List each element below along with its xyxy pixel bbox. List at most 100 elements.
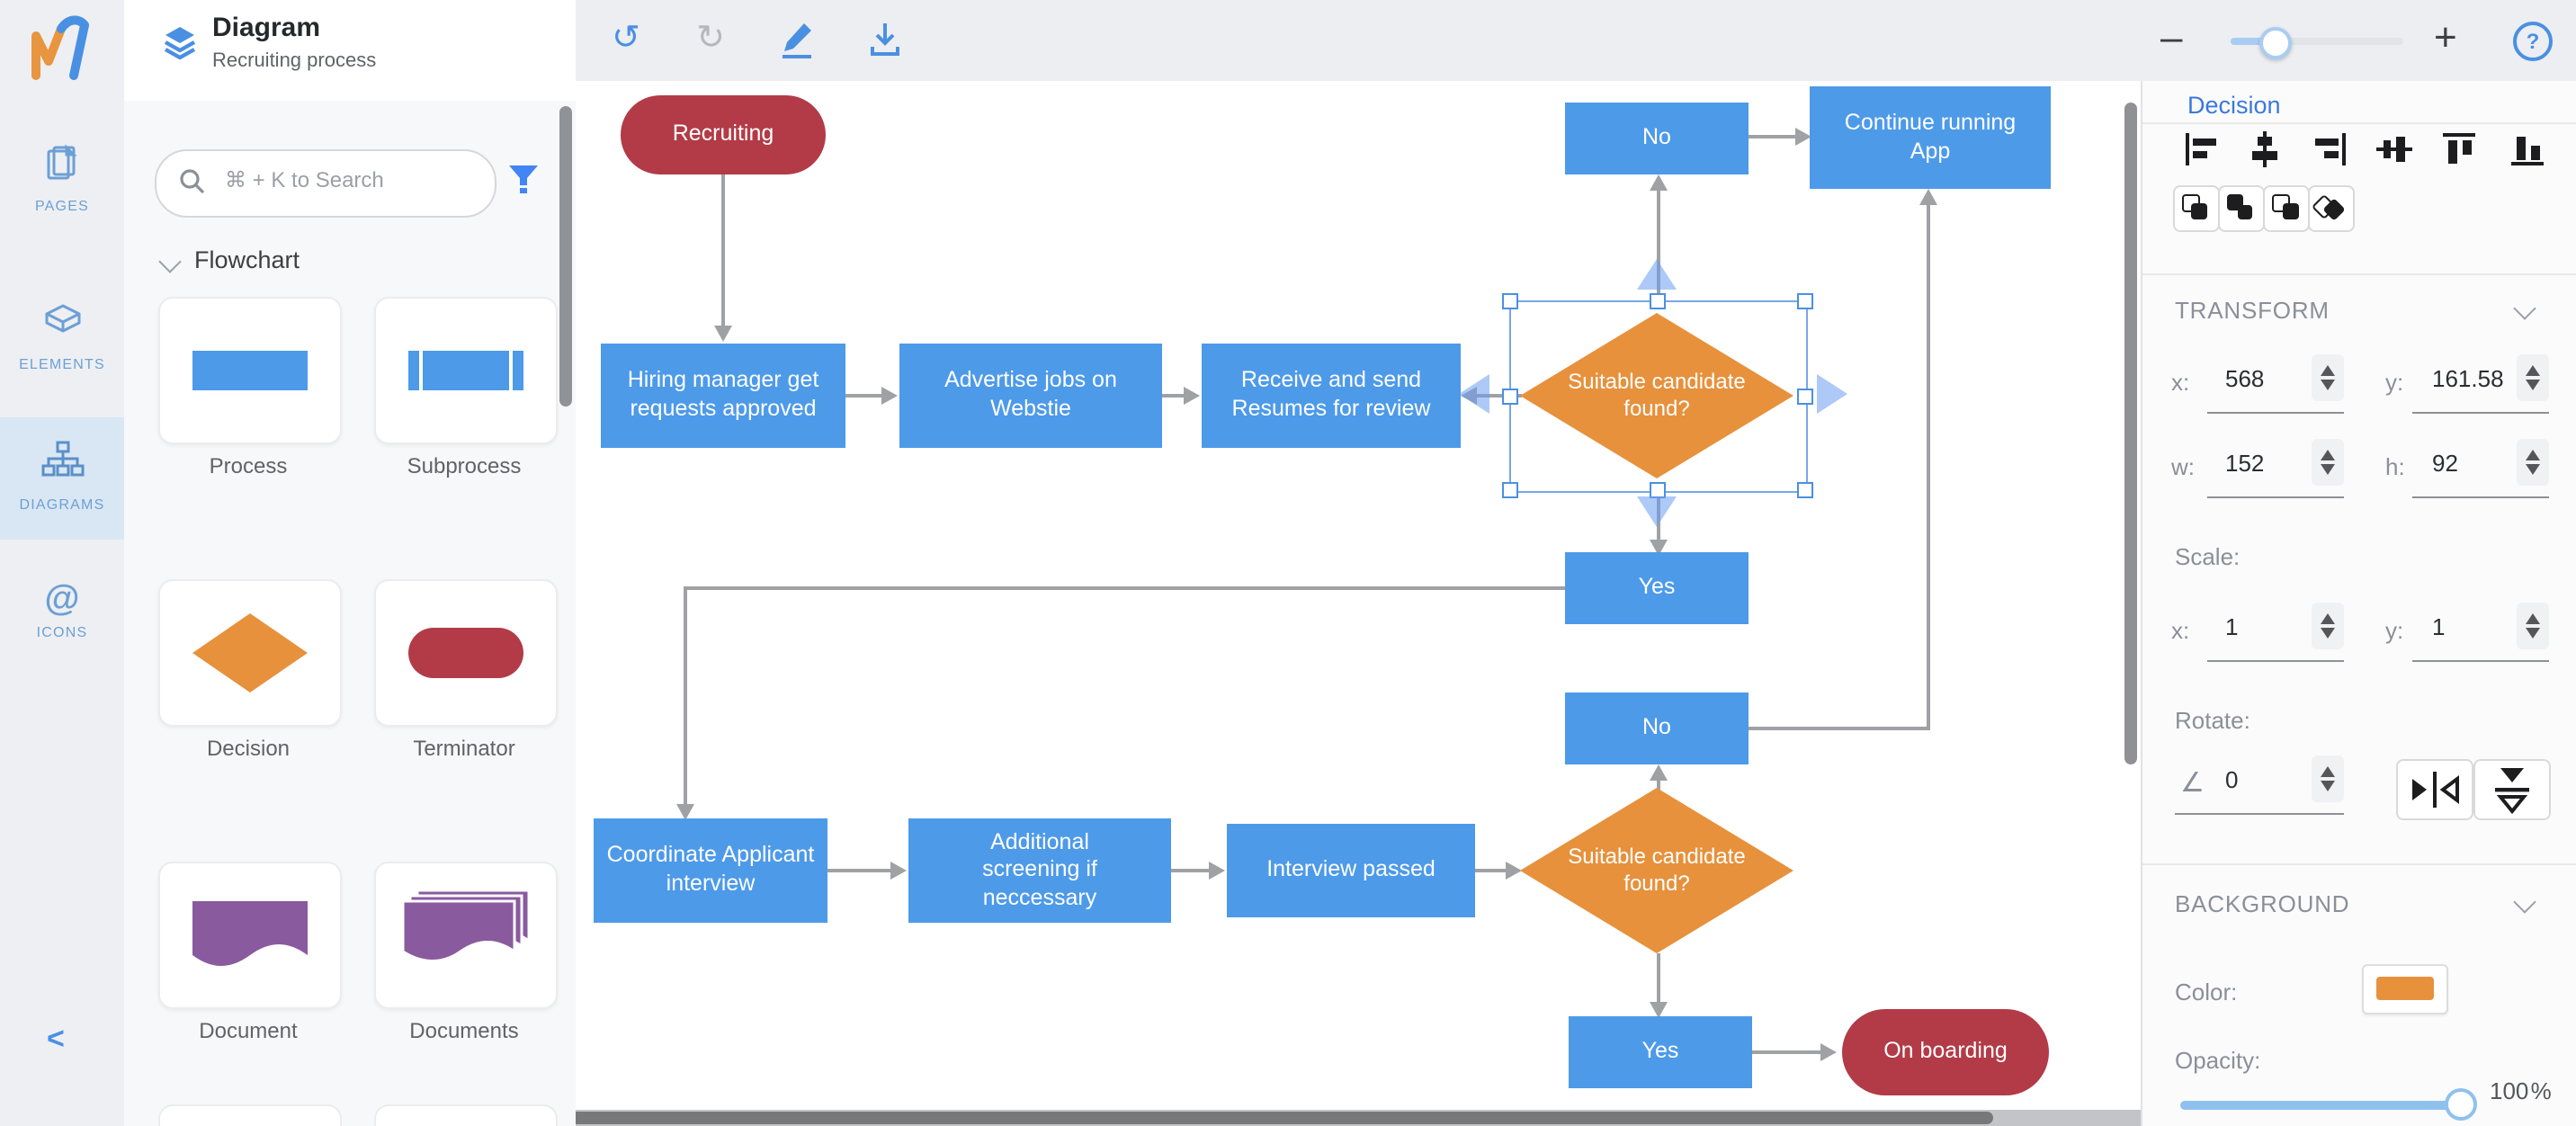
search-box[interactable] <box>155 149 496 218</box>
sidebar-item-elements[interactable]: ELEMENTS <box>0 302 124 372</box>
sidebar-item-diagrams[interactable]: DIAGRAMS <box>0 417 124 540</box>
zoom-in-button[interactable]: + <box>2434 14 2457 59</box>
zoom-out-button[interactable]: – <box>2160 14 2183 59</box>
selection-handle[interactable] <box>1797 482 1813 498</box>
library-scrollbar[interactable] <box>559 106 572 407</box>
connector[interactable] <box>1171 869 1209 872</box>
sidebar-item-icons[interactable]: @ ICONS <box>0 579 124 640</box>
filter-icon[interactable] <box>505 160 541 196</box>
opacity-slider-track[interactable] <box>2180 1101 2470 1110</box>
node-process[interactable]: Yes <box>1569 1016 1752 1088</box>
bring-to-front-button[interactable] <box>2218 185 2265 232</box>
h-stepper[interactable] <box>2517 439 2549 486</box>
transform-collapse-icon[interactable] <box>2513 297 2536 320</box>
node-terminator[interactable]: On boarding <box>1842 1009 2049 1095</box>
bring-forward-button[interactable] <box>2173 185 2220 232</box>
node-process[interactable]: Hiring manager get requests approved <box>601 344 845 448</box>
flip-vertical-button[interactable] <box>2473 759 2551 820</box>
shape-card-terminator[interactable] <box>374 579 558 727</box>
diagram-canvas[interactable]: Recruiting No Continue running App Hirin… <box>576 81 2141 1126</box>
connector[interactable] <box>1927 201 1930 730</box>
rotate-value[interactable]: 0 <box>2225 766 2239 793</box>
shape-card-subprocess[interactable] <box>374 297 558 444</box>
align-right-icon[interactable] <box>2310 130 2349 169</box>
selection-box[interactable] <box>1509 300 1808 493</box>
selection-handle[interactable] <box>1797 389 1813 405</box>
undo-button[interactable]: ↺ <box>606 20 646 59</box>
quick-connect-down-icon[interactable] <box>1637 496 1677 527</box>
help-button[interactable]: ? <box>2513 22 2553 61</box>
connector[interactable] <box>845 394 881 398</box>
connector[interactable] <box>1475 394 1522 398</box>
zoom-slider-knob[interactable] <box>2259 27 2292 59</box>
selection-handle[interactable] <box>1502 482 1518 498</box>
shape-card-partial[interactable] <box>374 1104 558 1126</box>
quick-connect-right-icon[interactable] <box>1817 374 1847 414</box>
align-middle-icon[interactable] <box>2375 130 2414 169</box>
w-stepper[interactable] <box>2312 439 2344 486</box>
align-left-icon[interactable] <box>2182 130 2222 169</box>
h-value[interactable]: 92 <box>2432 450 2458 477</box>
redo-button[interactable]: ↻ <box>691 20 730 59</box>
connector[interactable] <box>1657 189 1660 300</box>
connector[interactable] <box>827 869 890 872</box>
app-logo[interactable] <box>25 14 97 83</box>
x-value[interactable]: 568 <box>2225 365 2265 392</box>
node-terminator[interactable]: Recruiting <box>621 95 826 174</box>
connector[interactable] <box>1162 394 1184 398</box>
zoom-slider-track[interactable] <box>2231 38 2403 45</box>
draw-button[interactable] <box>779 20 818 59</box>
rotate-stepper[interactable] <box>2312 755 2344 802</box>
canvas-vertical-scrollbar[interactable] <box>2124 103 2137 764</box>
node-process[interactable]: Additional screening if neccessary <box>908 818 1171 923</box>
y-stepper[interactable] <box>2517 354 2549 401</box>
collapse-sidebar-icon[interactable]: < <box>47 1022 65 1056</box>
shape-card-documents[interactable] <box>374 862 558 1009</box>
scale-x-stepper[interactable] <box>2312 603 2344 649</box>
node-process[interactable]: Advertise jobs on Webstie <box>899 344 1162 448</box>
w-value[interactable]: 152 <box>2225 450 2265 477</box>
selection-handle[interactable] <box>1797 293 1813 309</box>
align-bottom-icon[interactable] <box>2508 130 2547 169</box>
selection-handle[interactable] <box>1650 293 1666 309</box>
connector[interactable] <box>1657 953 1660 1002</box>
node-process[interactable]: No <box>1565 103 1749 174</box>
node-process[interactable]: Coordinate Applicant interview <box>594 818 827 923</box>
quick-connect-up-icon[interactable] <box>1637 259 1677 290</box>
section-collapse-icon[interactable] <box>158 250 182 273</box>
shape-card-decision[interactable] <box>158 579 342 727</box>
connector[interactable] <box>1749 135 1795 139</box>
node-process[interactable]: Interview passed <box>1227 824 1475 917</box>
connector[interactable] <box>1749 727 1928 730</box>
flip-horizontal-button[interactable] <box>2396 759 2473 820</box>
opacity-slider-knob[interactable] <box>2445 1088 2477 1121</box>
connector[interactable] <box>1657 779 1660 790</box>
connector[interactable] <box>1752 1050 1820 1054</box>
quick-connect-left-icon[interactable] <box>1459 374 1489 414</box>
send-backward-button[interactable] <box>2263 185 2310 232</box>
scale-y-stepper[interactable] <box>2517 603 2549 649</box>
scale-y-value[interactable]: 1 <box>2432 613 2446 640</box>
connector[interactable] <box>721 174 725 327</box>
selection-handle[interactable] <box>1502 389 1518 405</box>
y-value[interactable]: 161.58 <box>2432 365 2504 392</box>
shape-card-process[interactable] <box>158 297 342 444</box>
x-stepper[interactable] <box>2312 354 2344 401</box>
send-to-back-button[interactable] <box>2308 185 2355 232</box>
background-collapse-icon[interactable] <box>2513 890 2536 914</box>
shape-card-document[interactable] <box>158 862 342 1009</box>
connector[interactable] <box>684 586 687 804</box>
connector[interactable] <box>684 586 1565 590</box>
color-swatch-button[interactable] <box>2362 964 2448 1014</box>
search-input[interactable] <box>221 165 480 194</box>
node-process[interactable]: No <box>1565 693 1749 764</box>
node-process[interactable]: Receive and send Resumes for review <box>1202 344 1461 448</box>
connector[interactable] <box>1475 869 1506 872</box>
align-center-icon[interactable] <box>2245 130 2285 169</box>
align-top-icon[interactable] <box>2439 130 2479 169</box>
sidebar-item-pages[interactable]: PAGES <box>0 144 124 214</box>
node-decision[interactable]: Suitable candidate found? <box>1520 788 1793 953</box>
selection-handle[interactable] <box>1502 293 1518 309</box>
node-process[interactable]: Yes <box>1565 552 1749 624</box>
node-process[interactable]: Continue running App <box>1810 86 2051 189</box>
